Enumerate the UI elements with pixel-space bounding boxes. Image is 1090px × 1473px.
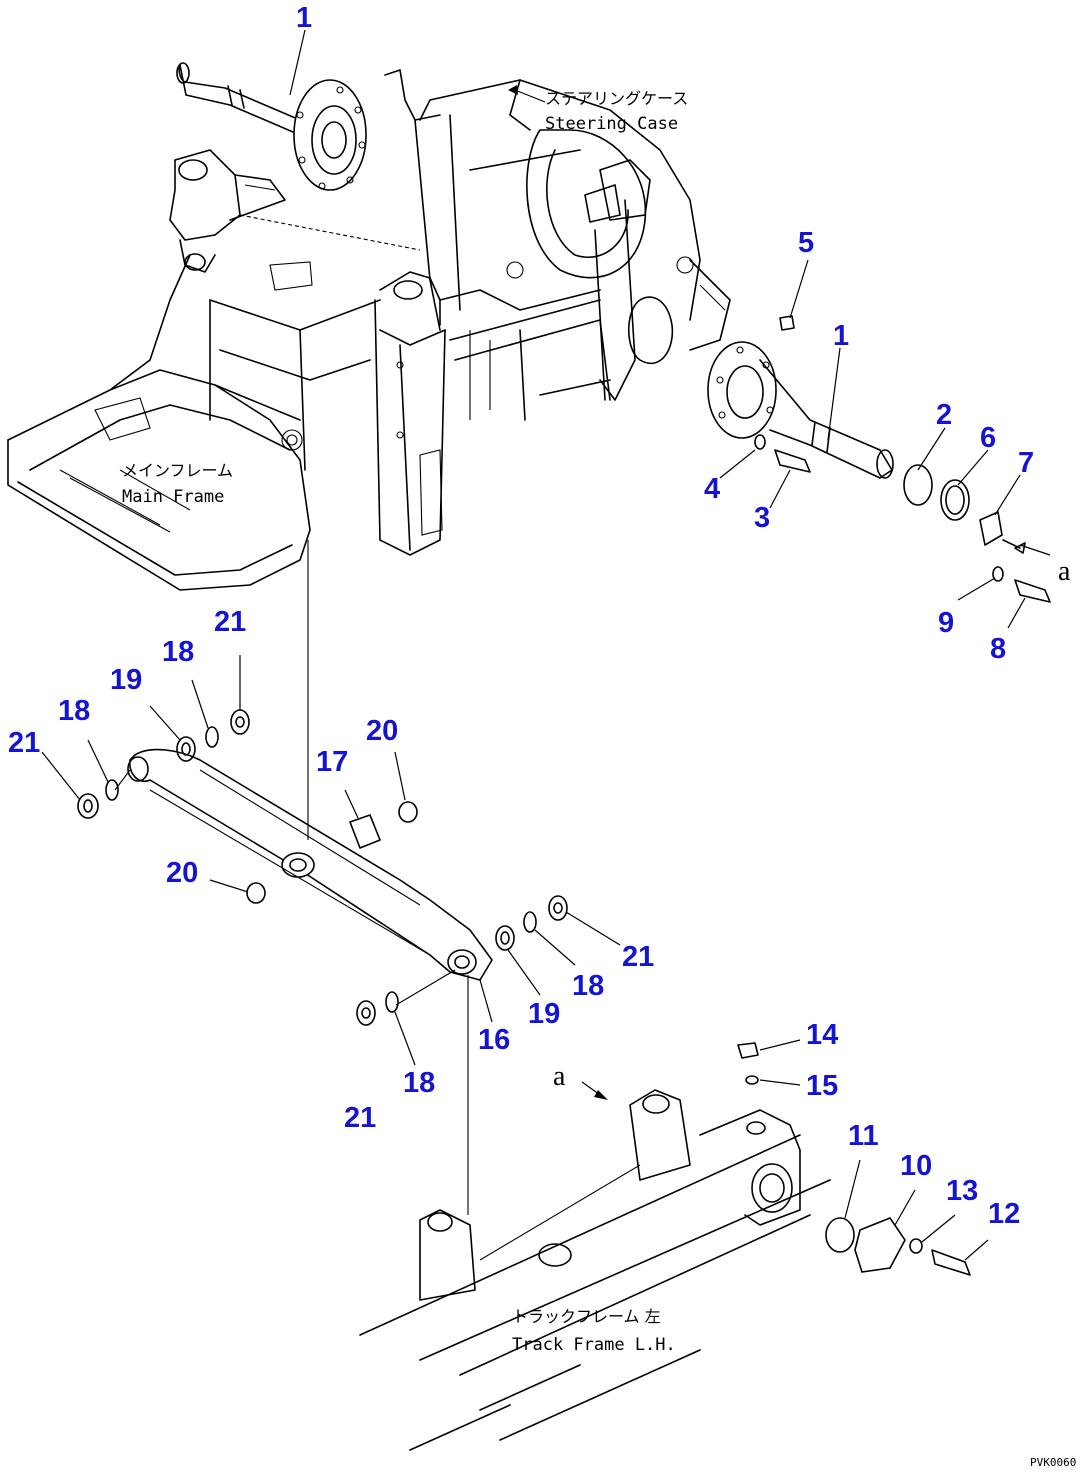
callout-18: 18 bbox=[572, 970, 604, 1002]
part-18-ring-c bbox=[523, 911, 537, 933]
callout-20: 20 bbox=[366, 715, 398, 747]
track-frame-en-label: Track Frame L.H. bbox=[512, 1335, 676, 1355]
drawing-code: PVK0060 bbox=[1030, 1456, 1076, 1469]
part-19-bearing-b bbox=[495, 925, 515, 951]
part-6-seal bbox=[940, 479, 970, 521]
part-12-bolt bbox=[931, 1249, 971, 1276]
callout-18: 18 bbox=[403, 1067, 435, 1099]
callout-21: 21 bbox=[344, 1102, 376, 1134]
callout-8: 8 bbox=[990, 633, 1006, 665]
frame-labels: ステアリングケース Steering Case メインフレーム Main Fra… bbox=[122, 89, 1076, 1469]
part-20-seal-a bbox=[398, 801, 418, 823]
callout-13: 13 bbox=[946, 1175, 978, 1207]
callout-18: 18 bbox=[162, 636, 194, 668]
spindle-right bbox=[707, 341, 894, 479]
part-15-oring bbox=[745, 1075, 759, 1085]
callout-1: 1 bbox=[296, 2, 312, 34]
part-2-ring bbox=[903, 464, 933, 506]
callout-numbers: 1 1 2 3 4 5 6 7 8 9 10 11 12 13 14 15 16… bbox=[8, 2, 1034, 1230]
part-4-washer bbox=[754, 434, 766, 450]
callout-7: 7 bbox=[1018, 447, 1034, 479]
reference-mark-a-lower: a bbox=[553, 1061, 566, 1092]
part-17-bushing bbox=[349, 814, 381, 849]
callout-19: 19 bbox=[110, 664, 142, 696]
callout-19: 19 bbox=[528, 998, 560, 1030]
callout-20: 20 bbox=[166, 857, 198, 889]
part-21-nut-d bbox=[356, 1000, 376, 1026]
steering-case bbox=[239, 69, 731, 421]
support-column bbox=[374, 271, 446, 556]
part-21-nut-a bbox=[230, 709, 250, 735]
callout-9: 9 bbox=[938, 607, 954, 639]
part-11-cover bbox=[825, 1217, 855, 1253]
assembly-lines bbox=[114, 540, 469, 1215]
spindle-hardware bbox=[754, 315, 1051, 603]
callout-6: 6 bbox=[980, 422, 996, 454]
spindle-upper bbox=[176, 62, 367, 191]
track-frame-hardware bbox=[737, 1042, 971, 1276]
part-9-washer bbox=[992, 566, 1004, 582]
steering-case-en-label: Steering Case bbox=[545, 114, 678, 134]
callout-11: 11 bbox=[848, 1120, 879, 1152]
part-18-ring-a bbox=[205, 726, 219, 748]
callout-14: 14 bbox=[806, 1019, 838, 1051]
equalizer-bar bbox=[127, 748, 493, 981]
callout-10: 10 bbox=[900, 1150, 932, 1182]
callout-16: 16 bbox=[478, 1024, 510, 1056]
callout-3: 3 bbox=[754, 502, 770, 534]
part-13-washer bbox=[909, 1238, 923, 1254]
main-frame bbox=[7, 149, 381, 591]
callout-4: 4 bbox=[704, 473, 720, 505]
steering-case-jp-label: ステアリングケース bbox=[545, 89, 688, 108]
leader-lines bbox=[41, 29, 1051, 1261]
reference-mark-a-upper: a bbox=[1058, 556, 1071, 587]
part-18-ring-d bbox=[385, 991, 399, 1013]
callout-12: 12 bbox=[988, 1198, 1020, 1230]
part-18-ring-b bbox=[105, 779, 119, 801]
part-10-plate bbox=[854, 1217, 906, 1273]
track-frame bbox=[359, 1089, 831, 1451]
part-21-nut-c bbox=[548, 895, 568, 921]
part-7-block bbox=[979, 511, 1003, 546]
part-8-bolt bbox=[1014, 579, 1051, 603]
part-3-bolt bbox=[774, 449, 811, 473]
main-frame-en-label: Main Frame bbox=[122, 487, 224, 507]
callout-17: 17 bbox=[316, 746, 348, 778]
part-20-seal-b bbox=[246, 882, 266, 904]
callout-18: 18 bbox=[58, 695, 90, 727]
callout-1: 1 bbox=[833, 320, 849, 352]
callout-21: 21 bbox=[8, 727, 40, 759]
callout-21: 21 bbox=[622, 941, 654, 973]
part-21-nut-b bbox=[77, 793, 99, 819]
main-frame-jp-label: メインフレーム bbox=[122, 461, 233, 480]
part-5-plug bbox=[779, 315, 795, 331]
callout-2: 2 bbox=[936, 399, 952, 431]
part-19-bearing-a bbox=[176, 736, 196, 762]
callout-15: 15 bbox=[806, 1070, 838, 1102]
callout-21: 21 bbox=[214, 606, 246, 638]
track-frame-jp-label: トラックフレーム 左 bbox=[512, 1307, 661, 1326]
callout-5: 5 bbox=[798, 227, 814, 259]
part-14-bolt bbox=[737, 1042, 759, 1059]
